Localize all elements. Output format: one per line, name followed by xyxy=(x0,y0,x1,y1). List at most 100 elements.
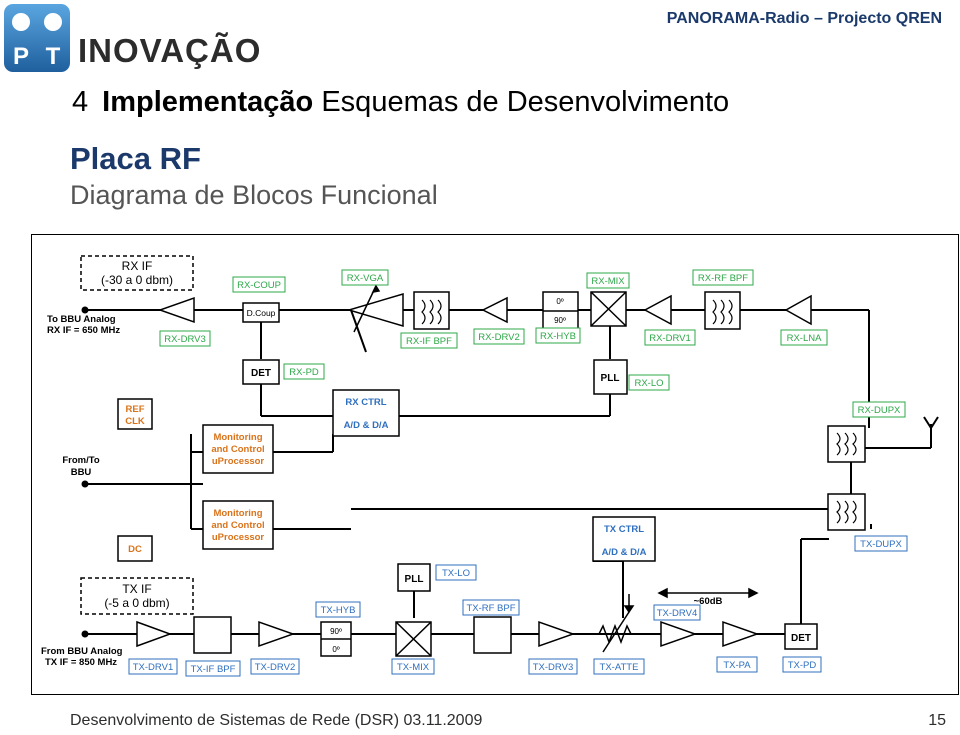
label-rx-if-bpf: RX-IF BPF xyxy=(400,332,458,349)
from-to-bbu-line1: From/To xyxy=(62,455,99,466)
dcoup-text: D.Coup xyxy=(247,308,276,318)
tx-det-block xyxy=(784,623,818,650)
rx-det-block xyxy=(242,359,280,385)
svg-text:RX-IF BPF: RX-IF BPF xyxy=(406,336,452,347)
label-rx-drv3: RX-DRV3 xyxy=(159,330,211,347)
svg-text:TX-MIX: TX-MIX xyxy=(397,662,430,673)
label-tx-mix: TX-MIX xyxy=(391,658,435,675)
label-tx-drv2: TX-DRV2 xyxy=(250,658,300,675)
svg-text:TX-PA: TX-PA xyxy=(723,660,751,671)
rx-if-port xyxy=(81,306,89,314)
label-tx-pa: TX-PA xyxy=(716,656,758,673)
tx-if-box xyxy=(80,577,194,615)
label-tx-dupx: TX-DUPX xyxy=(854,535,908,552)
monitoring-tx-block xyxy=(202,500,274,550)
label-tx-drv4: TX-DRV4 xyxy=(653,604,701,621)
tx-ctrl-line2: A/D & D/A xyxy=(602,547,647,558)
svg-text:RX-MIX: RX-MIX xyxy=(591,276,625,287)
footer-text: Desenvolvimento de Sistemas de Rede (DSR… xyxy=(70,712,483,729)
label-rx-drv1: RX-DRV1 xyxy=(644,329,696,346)
label-rx-mix: RX-MIX xyxy=(586,272,630,289)
tx-hyb-0: 0º xyxy=(332,645,339,654)
rx-pll-block xyxy=(593,359,628,395)
label-rx-lo: RX-LO xyxy=(628,374,670,391)
tx-atte-attenuator xyxy=(598,594,635,653)
rx-drv1-amp xyxy=(643,294,672,326)
svg-text:RX-DRV3: RX-DRV3 xyxy=(164,334,206,345)
pt-logo: P T xyxy=(4,4,70,72)
label-rx-hyb: RX-HYB xyxy=(535,327,581,344)
label-rx-vga: RX-VGA xyxy=(341,269,389,286)
tx-drv4-amp xyxy=(660,620,698,648)
logo-letter-p: P xyxy=(13,43,29,70)
svg-text:TX-DRV4: TX-DRV4 xyxy=(657,608,697,619)
bbu-port xyxy=(81,480,89,488)
tx-if-bpf-filter xyxy=(193,616,232,654)
section-number: 4 xyxy=(72,86,89,118)
label-tx-hyb: TX-HYB xyxy=(315,601,361,618)
label-tx-pd: TX-PD xyxy=(782,656,822,673)
svg-text:RX-DUPX: RX-DUPX xyxy=(858,405,901,416)
svg-text:RX-RF BPF: RX-RF BPF xyxy=(698,273,748,284)
ref-clk-line2: CLK xyxy=(125,416,145,427)
monitoring-rx-block xyxy=(202,424,274,474)
mon-rx-line1: Monitoring xyxy=(213,432,262,443)
label-rx-drv2: RX-DRV2 xyxy=(473,328,525,345)
tx-drv3-amp xyxy=(538,620,576,648)
rx-ctrl-line1: RX CTRL xyxy=(345,397,386,408)
gain-span-text: ~60dB xyxy=(694,596,723,607)
svg-text:RX-LO: RX-LO xyxy=(634,378,663,389)
tx-det-text: DET xyxy=(791,633,811,644)
rx-ctrl-line2: A/D & D/A xyxy=(344,420,389,431)
svg-text:RX-DRV2: RX-DRV2 xyxy=(478,332,520,343)
rx-if-line1: RX IF xyxy=(122,259,153,273)
label-tx-lo: TX-LO xyxy=(435,564,477,581)
section-bold: Implementação xyxy=(102,86,314,118)
svg-text:TX-LO: TX-LO xyxy=(442,568,470,579)
page-title: Placa RF xyxy=(70,141,201,176)
project-title: PANORAMA-Radio – Projecto QREN xyxy=(666,10,942,27)
page-subtitle: Diagrama de Blocos Funcional xyxy=(70,180,438,210)
tx-pll-block xyxy=(397,563,431,592)
rx-hyb-0: 0º xyxy=(556,297,563,306)
mon-rx-line2: and Control xyxy=(211,444,264,455)
from-to-bbu-line2: BBU xyxy=(71,467,92,478)
label-tx-drv1: TX-DRV1 xyxy=(128,658,178,675)
logo-letter-t: T xyxy=(46,43,61,70)
ref-clk-line1: REF xyxy=(126,404,145,415)
to-bbu-line2: RX IF = 650 MHz xyxy=(47,325,120,336)
mon-rx-line3: uProcessor xyxy=(212,456,265,467)
tx-ctrl-block xyxy=(592,516,656,562)
tx-if-line1: TX IF xyxy=(122,582,151,596)
svg-text:TX-RF BPF: TX-RF BPF xyxy=(466,603,515,614)
svg-text:TX-ATTE: TX-ATTE xyxy=(600,662,639,673)
svg-text:TX-DRV2: TX-DRV2 xyxy=(255,662,295,673)
rx-drv3-amp xyxy=(157,296,195,324)
ref-clk-block xyxy=(117,398,153,430)
svg-text:RX-HYB: RX-HYB xyxy=(540,331,576,342)
svg-text:RX-DRV1: RX-DRV1 xyxy=(649,333,691,344)
tx-dupx-filter xyxy=(827,493,866,531)
tx-if-port xyxy=(81,630,89,638)
rx-hyb-90: 90º xyxy=(554,316,566,325)
rx-dupx-filter xyxy=(827,425,866,463)
svg-text:TX-DUPX: TX-DUPX xyxy=(860,539,902,550)
label-tx-if-bpf: TX-IF BPF xyxy=(185,660,241,677)
label-rx-coup: RX-COUP xyxy=(232,276,286,293)
svg-text:TX-IF BPF: TX-IF BPF xyxy=(191,664,236,675)
rx-if-box xyxy=(80,255,194,291)
rx-if-line2: (-30 a 0 dbm) xyxy=(101,273,173,287)
from-bbu-line1: From BBU Analog xyxy=(41,646,123,657)
label-rx-rf-bpf: RX-RF BPF xyxy=(692,269,754,286)
svg-text:RX-PD: RX-PD xyxy=(289,367,319,378)
brand-name: INOVAÇÃO xyxy=(78,32,262,69)
dc-block xyxy=(117,535,153,562)
from-bbu-line2: TX IF = 850 MHz xyxy=(45,657,117,668)
tx-rf-bpf-filter xyxy=(473,616,512,654)
tx-drv2-amp xyxy=(258,620,296,648)
dcoup-block xyxy=(242,302,280,323)
svg-text:TX-HYB: TX-HYB xyxy=(321,605,356,616)
svg-text:TX-DRV1: TX-DRV1 xyxy=(133,662,173,673)
svg-text:RX-COUP: RX-COUP xyxy=(237,280,281,291)
